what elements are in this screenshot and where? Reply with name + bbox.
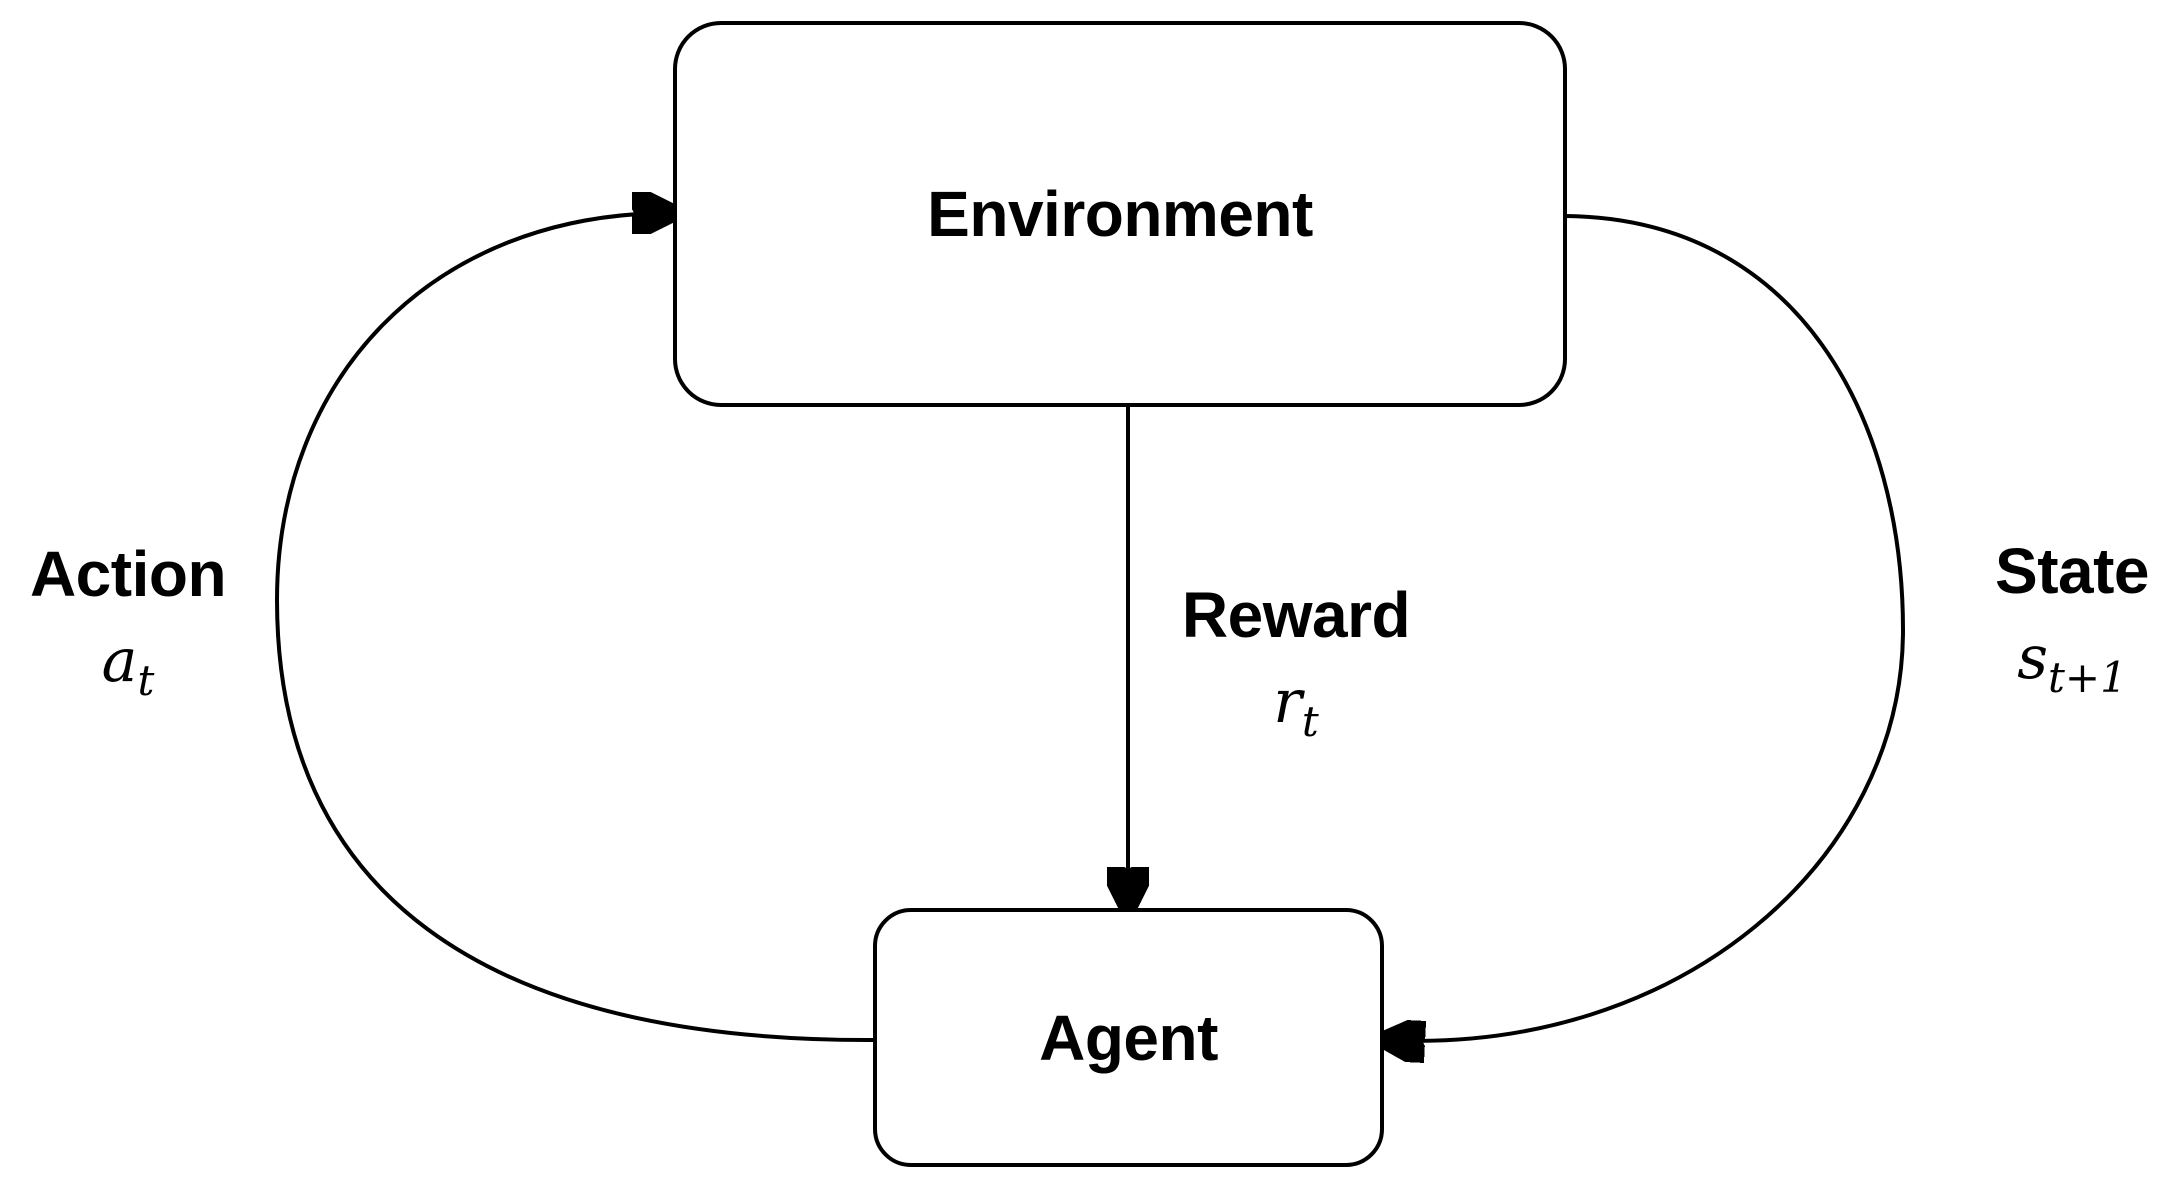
state-edge-label: State st+1	[1947, 535, 2166, 699]
reward-edge-label: Reward rt	[1171, 579, 1421, 743]
reward-symbol: rt	[1171, 672, 1421, 743]
action-edge-label: Action at	[3, 538, 253, 702]
reward-label-text: Reward	[1181, 579, 1411, 651]
state-symbol-subscript: t+1	[2048, 653, 2127, 702]
agent-node: Agent	[873, 908, 1384, 1167]
environment-node: Environment	[673, 21, 1567, 407]
agent-node-label: Agent	[1039, 1001, 1218, 1074]
action-arrow	[274, 213, 877, 1043]
action-symbol-subscript: t	[137, 656, 155, 705]
reward-symbol-subscript: t	[1301, 697, 1319, 746]
action-label-text: Action	[29, 538, 227, 610]
action-symbol-base: a	[101, 626, 138, 696]
reward-symbol-base: r	[1273, 667, 1302, 737]
action-symbol: at	[3, 631, 253, 702]
state-symbol: st+1	[1947, 628, 2166, 699]
state-label-text: State	[1995, 535, 2150, 607]
state-symbol-base: s	[2017, 623, 2048, 693]
environment-node-label: Environment	[927, 178, 1313, 250]
state-arrow	[1386, 214, 1906, 1041]
